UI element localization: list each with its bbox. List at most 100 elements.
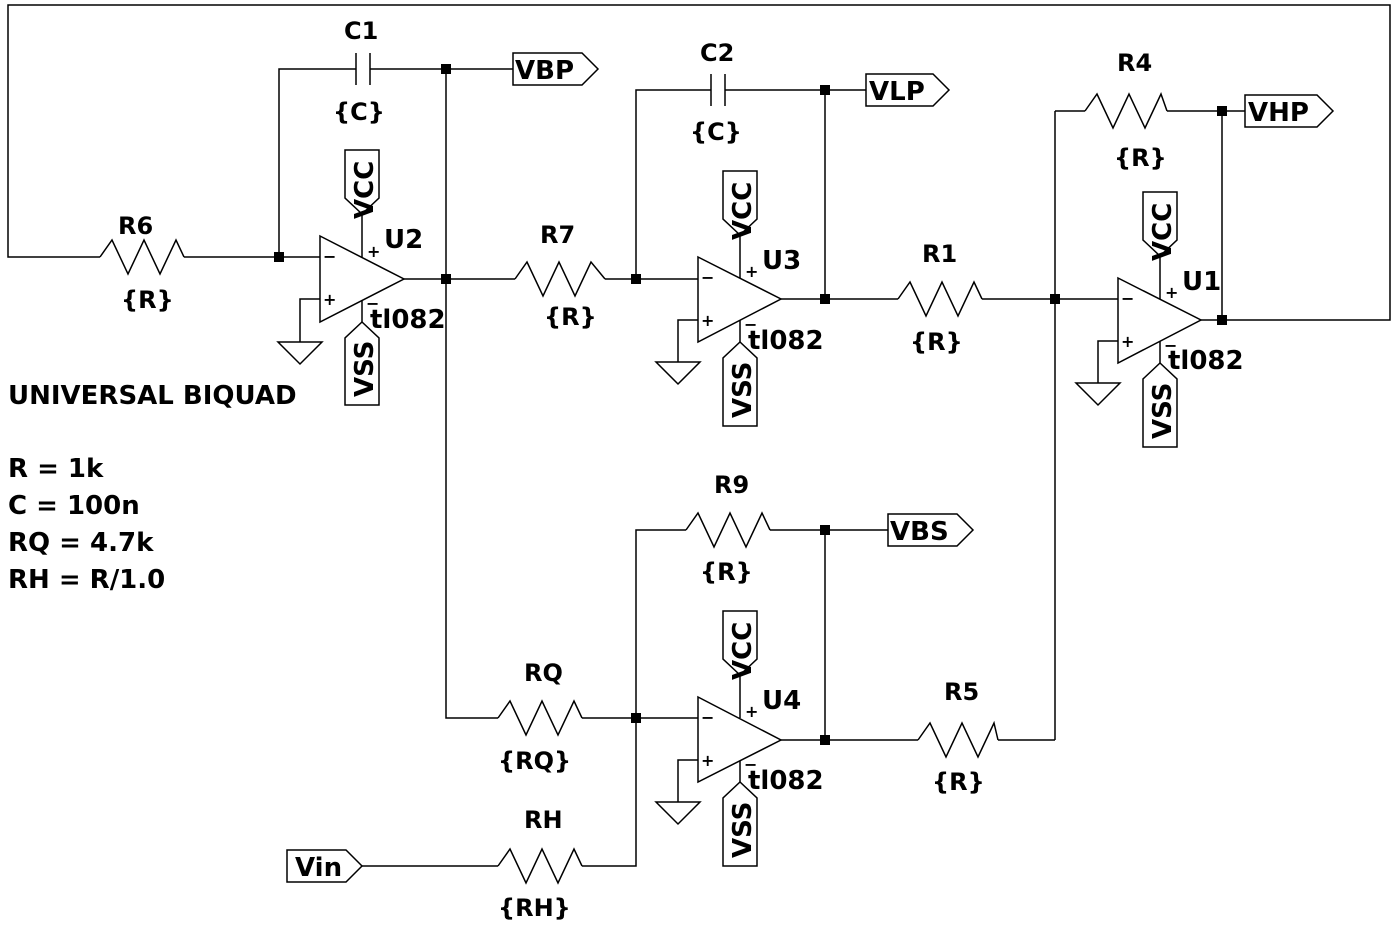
vss-flag-u3: VSS: [722, 340, 758, 427]
junction-dot: [1217, 315, 1227, 325]
capacitor-ref: C1: [344, 17, 378, 45]
opamp-vminus-mark: −: [1164, 336, 1177, 355]
resistor-zigzag: [897, 280, 983, 318]
opamp-minus-mark: −: [323, 247, 336, 266]
resistor-value: {R}: [1114, 144, 1167, 172]
wire-u2-gnd: [299, 298, 320, 342]
resistor-value: {R}: [544, 303, 597, 331]
junction-dot: [441, 274, 451, 284]
net-label-text: VBP: [515, 56, 574, 86]
vcc-flag-shape: [1142, 191, 1178, 258]
resistor-r9: R9 {R}: [685, 471, 771, 586]
opamp-model: tl082: [1168, 346, 1244, 376]
opamp-model: tl082: [748, 766, 824, 796]
junction-dot: [1050, 294, 1060, 304]
opamp-ref: U3: [762, 246, 801, 276]
junction-dot: [820, 525, 830, 535]
ground-symbol: [276, 341, 324, 366]
ground-symbol: [654, 801, 702, 826]
opamp-u3: − + + − U3 tl082: [697, 235, 824, 356]
wire-c2-loop: [635, 89, 866, 279]
resistor-ref: R1: [922, 240, 957, 268]
opamp-minus-mark: −: [1121, 289, 1134, 308]
opamp-vminus-mark: −: [744, 315, 757, 334]
capacitor-ref: C2: [700, 39, 734, 67]
opamp-ref: U4: [762, 686, 801, 716]
junction-dot: [441, 64, 451, 74]
resistor-zigzag: [497, 847, 583, 885]
resistor-value: {RH}: [498, 894, 571, 922]
vcc-flag-u3: VCC: [722, 170, 758, 240]
opamp-plus-mark: +: [1121, 332, 1134, 351]
resistor-r7: R7 {R}: [514, 221, 606, 331]
opamp-plus-mark: +: [701, 751, 714, 770]
junction-dot: [274, 252, 284, 262]
resistor-rh: RH {RH}: [497, 806, 583, 922]
opamp-vminus-mark: −: [366, 294, 379, 313]
resistor-value: {R}: [121, 286, 174, 314]
opamp-ref: U2: [384, 225, 423, 255]
vcc-flag-label: VCC: [1148, 203, 1178, 261]
opamp-vplus-mark: +: [367, 242, 380, 261]
wire-vbp-column: [445, 69, 498, 719]
opamp-minus-mark: −: [701, 708, 714, 727]
resistor-value: {R}: [932, 768, 985, 796]
resistor-zigzag: [685, 511, 771, 549]
net-label-vhp: VHP: [1244, 94, 1335, 128]
vss-flag-label: VSS: [350, 341, 380, 397]
opamp-plus-mark: +: [701, 311, 714, 330]
net-label-tag: [865, 73, 951, 107]
vss-flag-label: VSS: [1148, 383, 1178, 439]
vcc-flag-label: VCC: [728, 182, 758, 240]
opamp-vplus-mark: +: [745, 702, 758, 721]
net-label-text: Vin: [295, 853, 342, 883]
circuit-notes: UNIVERSAL BIQUAD R = 1k C = 100n RQ = 4.…: [8, 381, 297, 595]
wire-feedback-loop: [7, 4, 1391, 321]
resistor-zigzag: [917, 720, 999, 759]
vcc-flag-u2: VCC: [344, 149, 380, 219]
junction-dot: [820, 735, 830, 745]
resistor-value: {R}: [910, 328, 963, 356]
resistor-rq: RQ {RQ}: [497, 659, 583, 775]
resistor-r4: R4 {R}: [1084, 49, 1168, 172]
param-line: C = 100n: [8, 491, 140, 521]
resistor-ref: R9: [714, 471, 749, 499]
junction-dot: [1217, 106, 1227, 116]
resistor-value: {R}: [700, 558, 753, 586]
resistor-r6: R6 {R}: [99, 212, 185, 314]
junction-dot: [631, 713, 641, 723]
junction-dot: [820, 294, 830, 304]
junction-dot: [631, 274, 641, 284]
vss-flag-label: VSS: [728, 362, 758, 418]
net-label-text: VLP: [869, 77, 925, 107]
opamp-vplus-mark: +: [1165, 283, 1178, 302]
vss-flag-shape: [344, 320, 380, 406]
net-label-vin: Vin: [286, 849, 364, 883]
resistor-ref: RH: [524, 806, 563, 834]
capacitor-value: {C}: [333, 98, 385, 126]
opamp-minus-mark: −: [701, 268, 714, 287]
net-label-text: VHP: [1248, 98, 1309, 128]
vcc-flag-u4: VCC: [722, 610, 758, 680]
vcc-flag-shape: [722, 170, 758, 237]
resistor-zigzag: [514, 260, 606, 298]
vss-flag-shape: [722, 780, 758, 867]
opamp-vminus-mark: −: [744, 755, 757, 774]
ground-symbol: [654, 361, 702, 386]
vss-flag-u1: VSS: [1142, 361, 1178, 448]
ground-symbol: [1074, 382, 1122, 407]
vcc-flag-u1: VCC: [1142, 191, 1178, 261]
net-label-vlp: VLP: [865, 73, 951, 107]
wire-u4-gnd: [677, 759, 698, 802]
opamp-u2: − + + − U2 tl082: [319, 214, 446, 335]
param-line: RQ = 4.7k: [8, 528, 154, 558]
capacitor-value: {C}: [690, 118, 742, 146]
opamp-ref: U1: [1182, 267, 1221, 297]
net-label-text: VBS: [890, 517, 949, 547]
net-label-tag: [1244, 94, 1335, 128]
vss-flag-shape: [722, 340, 758, 427]
net-label-tag: [887, 513, 975, 547]
resistor-r1: R1 {R}: [897, 240, 983, 356]
net-label-vbp: VBP: [512, 52, 600, 86]
